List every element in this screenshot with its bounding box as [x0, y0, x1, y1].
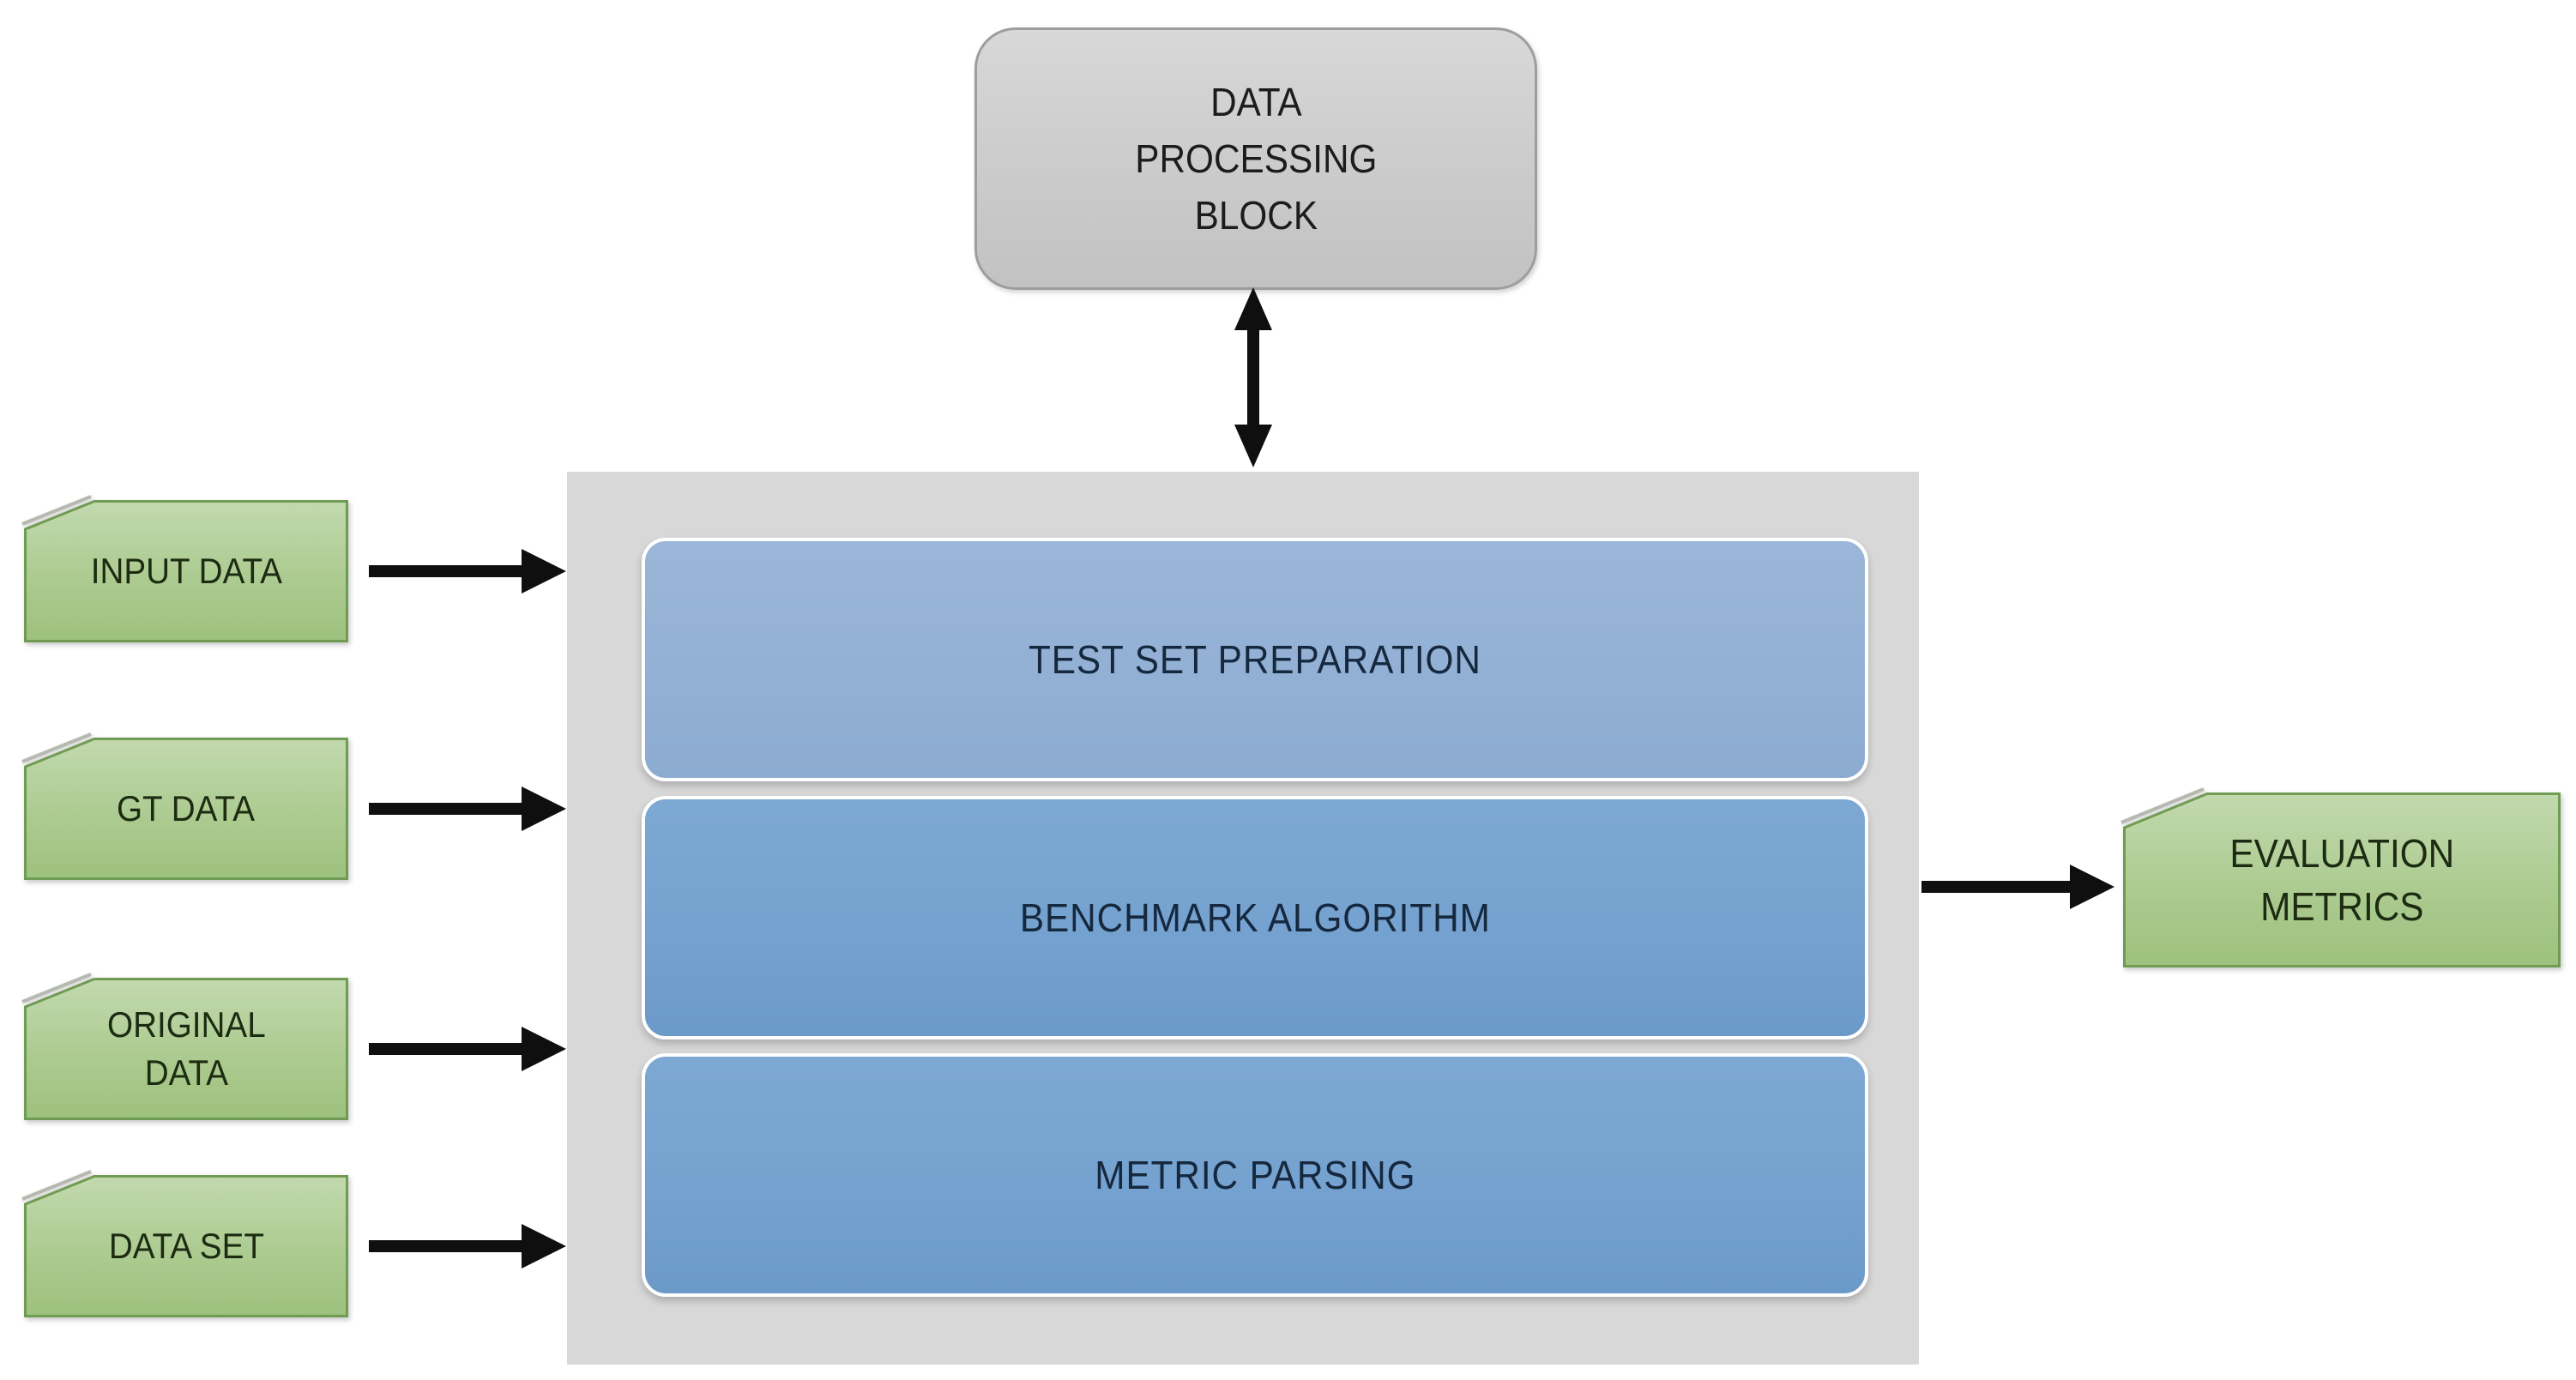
input-label: GT DATA	[117, 788, 256, 829]
double-arrow-icon	[1234, 287, 1272, 467]
tag-shape	[21, 1170, 348, 1317]
input-tag-input-data: INPUT DATA	[21, 495, 348, 642]
stage-label: BENCHMARK ALGORITHM	[1019, 895, 1491, 940]
data-processing-block-node: DATA PROCESSING BLOCK	[974, 27, 1537, 290]
output-label: EVALUATION METRICS	[2229, 831, 2454, 929]
input-tag-data-set: DATA SET	[21, 1170, 348, 1317]
arrow-input-data	[369, 544, 566, 599]
tag-shape	[2121, 787, 2561, 967]
arrow-gt-data	[369, 781, 566, 836]
stage-test-set-preparation: TEST SET PREPARATION	[642, 538, 1868, 781]
right-arrow-icon	[1921, 865, 2114, 909]
data-processing-block-label: DATA PROCESSING BLOCK	[1134, 80, 1378, 238]
stage-label: TEST SET PREPARATION	[1029, 637, 1481, 682]
arrow-original-data	[369, 1021, 566, 1076]
output-tag-evaluation-metrics: EVALUATION METRICS	[2121, 787, 2561, 967]
input-label: ORIGINAL DATA	[106, 1004, 266, 1093]
right-arrow-icon	[369, 1027, 566, 1071]
input-label: INPUT DATA	[90, 551, 282, 591]
right-arrow-icon	[369, 549, 566, 594]
tag-shape	[21, 732, 348, 880]
stage-benchmark-algorithm: BENCHMARK ALGORITHM	[642, 796, 1868, 1040]
arrow-output	[1921, 859, 2114, 914]
input-tag-original-data: ORIGINAL DATA	[21, 973, 348, 1120]
tag-shape	[21, 973, 348, 1120]
arrow-data-set	[369, 1219, 566, 1274]
stage-metric-parsing: METRIC PARSING	[642, 1053, 1868, 1297]
right-arrow-icon	[369, 786, 566, 831]
bidirectional-arrow	[1226, 287, 1281, 467]
tag-shape	[21, 495, 348, 642]
input-tag-gt-data: GT DATA	[21, 732, 348, 880]
stage-label: METRIC PARSING	[1094, 1153, 1416, 1197]
right-arrow-icon	[369, 1224, 566, 1269]
input-label: DATA SET	[108, 1226, 264, 1266]
